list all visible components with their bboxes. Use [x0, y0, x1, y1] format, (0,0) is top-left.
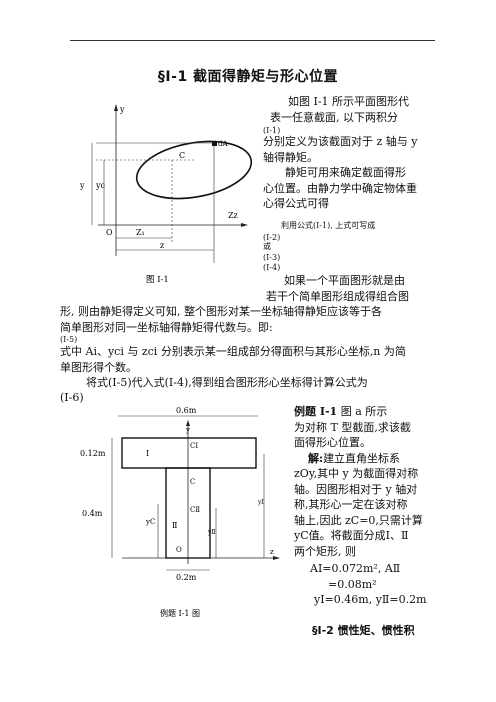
fig1-dA: dA: [218, 140, 228, 148]
fig2-y1: yⅠ: [257, 499, 264, 506]
solution-line6: yC值。将截面分成Ⅰ、Ⅱ: [294, 529, 409, 542]
fig1-z1: Z₁: [136, 228, 145, 237]
para1-line2: 表一任意截面, 以下两积分: [270, 110, 398, 124]
eq5-label: (Ⅰ-5): [60, 335, 78, 344]
fig1-caption: 图 Ⅰ-1: [146, 275, 169, 285]
fig2-flange-h: 0.12m: [80, 449, 106, 458]
example-text1: 图 a 所示: [340, 405, 388, 418]
para2-line4: 心位置。由静力学中确定物体重: [263, 181, 417, 195]
para3-right: 如果一个平面图形就是由 若干个简单图形组成得组合图: [266, 273, 446, 304]
fig1-zz: Zz: [228, 211, 238, 220]
para2-line1: 分别定义为该截面对于 z 轴与 y: [263, 135, 418, 148]
solution-line2: zOy,其中 y 为截面得对称: [294, 467, 419, 480]
fig2-part1: Ⅰ: [146, 449, 149, 458]
para5: 将式(Ⅰ-5)代入式(Ⅰ-4),得到组合图形形心坐标得计算公式为: [86, 376, 368, 389]
eq4-label: (Ⅰ-4): [263, 263, 281, 272]
eq2-label: (Ⅰ-2): [263, 233, 281, 242]
fig1-centroid: C: [179, 151, 185, 160]
fig2-c1: CⅠ: [190, 442, 198, 450]
para1: 如图 Ⅰ-1 所示平面图形代 表一任意截面, 以下两积分: [270, 94, 440, 125]
top-rule: [70, 40, 435, 41]
fig1-z: z: [160, 241, 164, 250]
fig2-web-w: 0.2m: [176, 573, 197, 582]
section2-title: §Ⅰ-2 惯性矩、惯性积: [312, 624, 415, 637]
example-heading: 例题 Ⅰ-1: [294, 405, 338, 418]
fig2-y2: yⅡ: [207, 529, 215, 536]
or-label: 或: [263, 242, 271, 251]
fig1-yc-left: yc: [95, 181, 106, 190]
fig2-width-top: 0.6m: [176, 406, 197, 415]
para3-right-line2: 若干个简单图形组成得组合图: [266, 289, 409, 303]
para2-line5: 心得公式可得: [263, 197, 329, 210]
figure-example: 0.6m y z 0.12m 0.4m yC yⅡ yⅠ Ⅰ Ⅱ CⅠ C CⅡ…: [80, 406, 280, 618]
page-title: §Ⅰ-1 截面得静矩与形心位置: [157, 69, 339, 85]
para3-full-line1: 形, 则由静矩得定义可知, 整个图形对某一坐标轴得静矩应该等于各: [60, 305, 382, 318]
solution-line3: 轴。因图形相对于 y 轴对: [294, 482, 418, 496]
solution-line4: 称,其形心一定在该对称: [294, 498, 408, 511]
area-line2: =0.08m²: [328, 577, 377, 591]
fig2-origin: O: [176, 546, 182, 554]
eq6-label: (Ⅰ-6): [60, 391, 84, 404]
fig2-y-axis: y: [185, 426, 190, 434]
note-formula: 利用公式(Ⅰ-1), 上式可写成: [281, 221, 376, 230]
fig2-web-h: 0.4m: [82, 509, 103, 518]
para2-line3: 静矩可用来确定截面得形: [285, 166, 406, 179]
fig2-yc: yC: [145, 518, 155, 526]
example-block: 例题 Ⅰ-1 图 a 所示 为对称 T 型截面,求该截 面得形心位置。 解:建立…: [294, 404, 454, 608]
example-line3: 面得形心位置。: [294, 436, 371, 449]
para1-line1: 如图 Ⅰ-1 所示平面图形代: [288, 95, 410, 108]
solution-head: 解:: [308, 451, 324, 465]
fig1-origin: O: [106, 228, 113, 237]
para4-line1: 式中 Ai、yci 与 zci 分别表示某一组成部分得面积与其形心坐标,n 为简: [60, 345, 406, 358]
y-line: yⅠ=0.46m, yⅡ=0.2m: [314, 593, 427, 606]
para4-line2: 单图形得个数。: [60, 360, 137, 374]
para3-full: 形, 则由静矩得定义可知, 整个图形对某一坐标轴得静矩应该等于各 简单图形对同一…: [60, 304, 450, 335]
fig2-caption: 例题 Ⅰ-1 图: [160, 608, 200, 618]
fig2-part2: Ⅱ: [172, 521, 177, 530]
para4: 式中 Ai、yci 与 zci 分别表示某一组成部分得面积与其形心坐标,n 为简…: [60, 344, 455, 375]
eq3-label: (Ⅰ-3): [263, 253, 281, 262]
fig2-c2: CⅡ: [190, 506, 200, 514]
figure-1: y C dA y yc O Z₁ Zz z 图 Ⅰ-1: [79, 104, 253, 285]
solution-line5: 轴上,因此 zC=0,只需计算: [294, 513, 423, 527]
example-line1: 例题 Ⅰ-1 图 a 所示: [294, 404, 454, 420]
solution-text1: 建立直角坐标系: [323, 451, 401, 465]
eq1-label: (Ⅰ-1): [263, 126, 281, 135]
area-line1: AⅠ=0.072m², AⅡ: [310, 562, 401, 575]
fig2-c: C: [190, 478, 195, 486]
solution-line1: 解:建立直角坐标系: [294, 451, 454, 467]
fig1-y-axis: y: [119, 105, 125, 114]
fig2-z-axis: z: [270, 548, 274, 556]
fig1-y-left: y: [79, 181, 85, 190]
para2: 分别定义为该截面对于 z 轴与 y 轴得静矩。 静矩可用来确定截面得形 心位置。…: [263, 134, 443, 212]
solution-line7: 两个矩形, 则: [294, 544, 356, 558]
para2-line2: 轴得静矩。: [263, 150, 318, 164]
para3-right-line1: 如果一个平面图形就是由: [284, 274, 405, 287]
example-line2: 为对称 T 型截面,求该截: [294, 420, 411, 434]
para3-full-line2: 简单图形对同一坐标轴得静矩得代数与。即:: [60, 320, 273, 334]
